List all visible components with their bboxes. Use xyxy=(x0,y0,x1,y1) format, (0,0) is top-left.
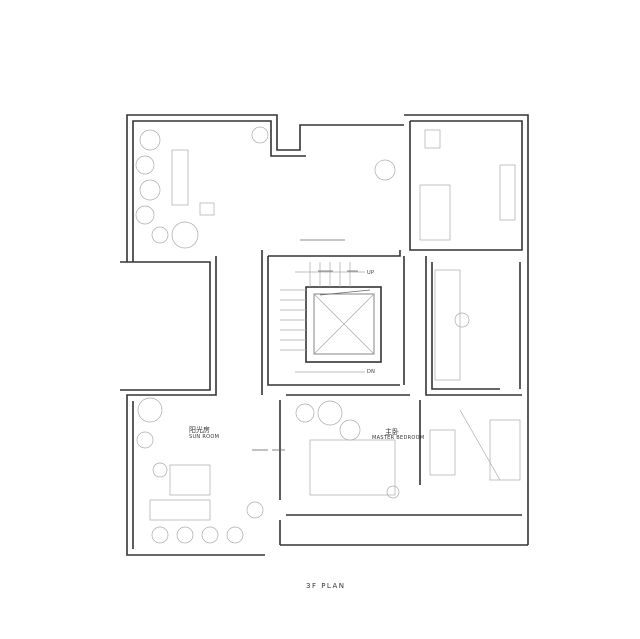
walls xyxy=(120,114,529,556)
master-bedroom-label-en: MASTER BEDROOM xyxy=(372,435,425,441)
stairwell xyxy=(280,262,382,373)
sun-room-label-en: SUN ROOM xyxy=(189,434,220,440)
furniture xyxy=(135,126,521,544)
stair-down-label: DN xyxy=(367,369,376,375)
stair-up-label: UP xyxy=(367,270,375,276)
opening-markers xyxy=(252,270,358,451)
plan-title: 3F PLAN xyxy=(306,582,346,590)
master-bedroom-label-cn: 主卧 xyxy=(385,428,399,436)
sun-room-label-cn: 阳光房 xyxy=(189,426,210,434)
